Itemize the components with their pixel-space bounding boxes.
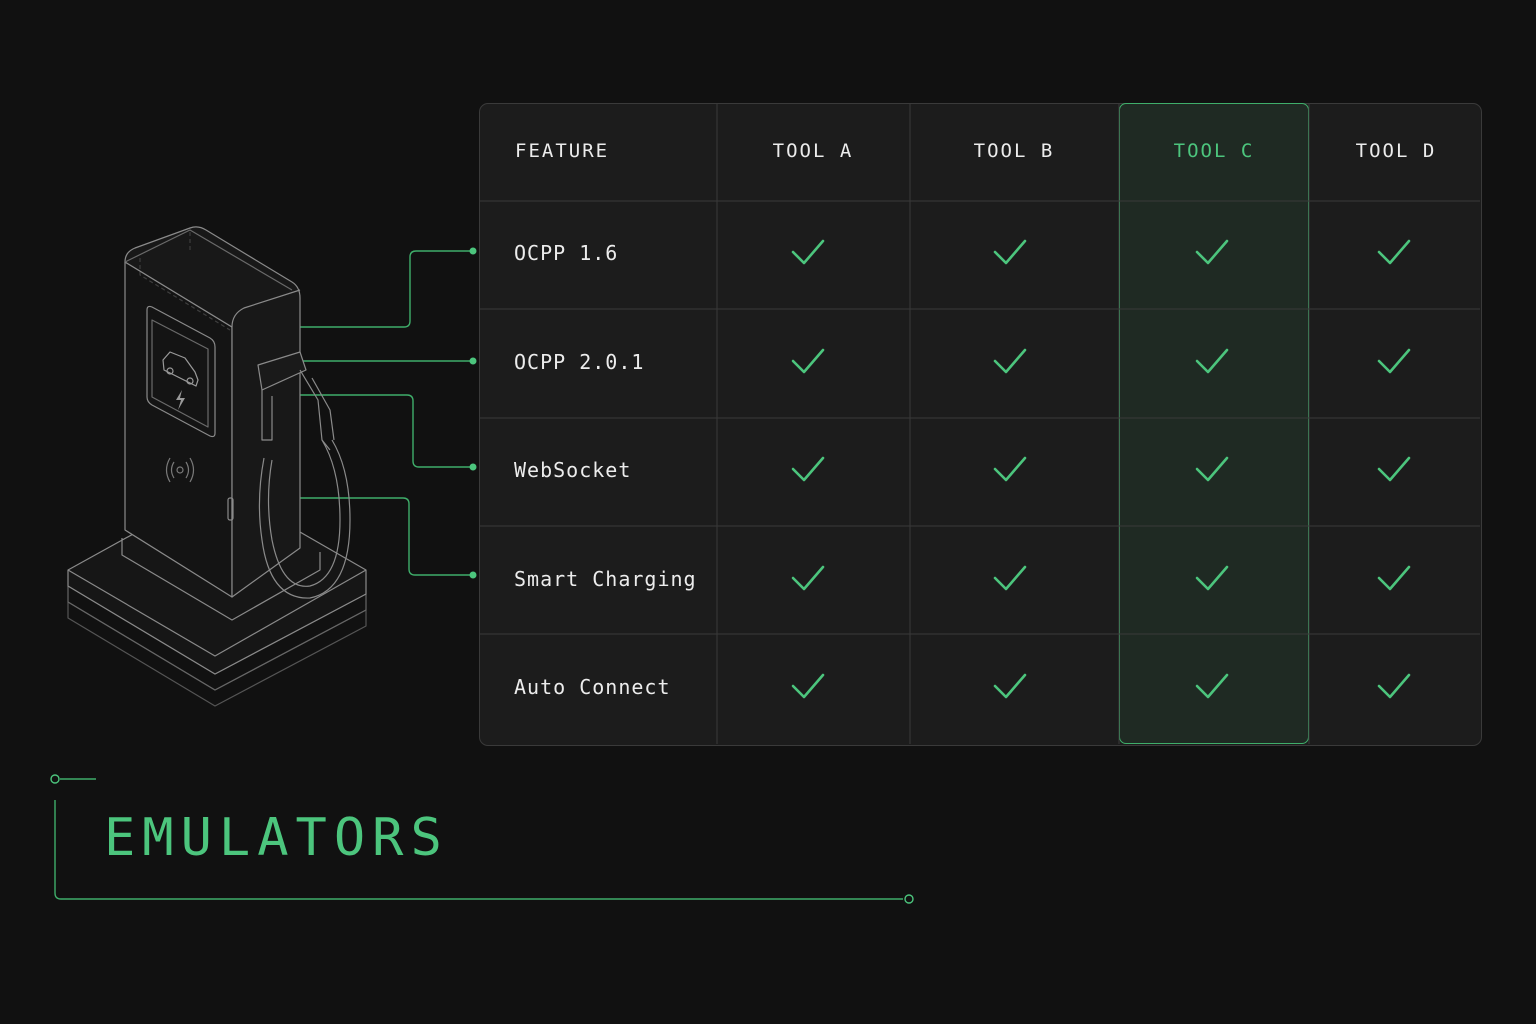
bracket-end-dot xyxy=(904,894,914,904)
check-icon xyxy=(1195,239,1229,265)
ev-charger-icon xyxy=(67,226,367,707)
page-title: EMULATORS xyxy=(104,808,449,868)
check-marks xyxy=(791,239,1411,699)
check-icon xyxy=(791,673,825,699)
check-icon xyxy=(993,673,1027,699)
check-icon xyxy=(1377,239,1411,265)
check-icon xyxy=(1377,673,1411,699)
check-icon xyxy=(1377,348,1411,374)
check-icon xyxy=(1195,673,1229,699)
check-icon xyxy=(993,456,1027,482)
header-feature: FEATURE xyxy=(515,140,610,162)
feature-ocpp-201: OCPP 2.0.1 xyxy=(514,350,645,374)
check-icon xyxy=(993,565,1027,591)
feature-smart-charging: Smart Charging xyxy=(514,567,697,591)
nfc-icon xyxy=(165,457,195,483)
check-icon xyxy=(791,239,825,265)
header-tool-a: TOOL A xyxy=(772,140,854,162)
bracket-start-dot xyxy=(50,774,60,784)
check-icon xyxy=(791,456,825,482)
header-tool-c: TOOL C xyxy=(1173,140,1255,162)
comparison-table xyxy=(479,103,1482,746)
check-icon xyxy=(791,348,825,374)
table-grid xyxy=(480,104,1480,744)
check-icon xyxy=(1377,565,1411,591)
check-icon xyxy=(993,239,1027,265)
connector-dots xyxy=(469,247,477,579)
feature-ocpp-16: OCPP 1.6 xyxy=(514,241,619,265)
connector-lines xyxy=(300,250,472,576)
feature-websocket: WebSocket xyxy=(514,458,632,482)
car-icon xyxy=(162,351,199,387)
highlighted-column-tool-c xyxy=(1119,103,1309,744)
lightning-icon xyxy=(176,390,185,410)
check-icon xyxy=(1195,456,1229,482)
title-bracket xyxy=(54,778,903,900)
header-tool-d: TOOL D xyxy=(1355,140,1437,162)
check-icon xyxy=(1195,348,1229,374)
check-icon xyxy=(791,565,825,591)
header-tool-b: TOOL B xyxy=(973,140,1055,162)
check-icon xyxy=(1377,456,1411,482)
feature-auto-connect: Auto Connect xyxy=(514,675,671,699)
check-icon xyxy=(993,348,1027,374)
check-icon xyxy=(1195,565,1229,591)
